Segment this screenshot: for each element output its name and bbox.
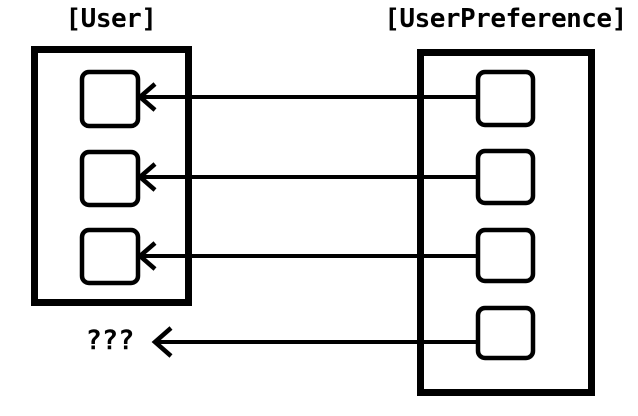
user-field-boxes [79,69,141,286]
unknown-target-label: ??? [85,325,135,356]
user-field-box-2[interactable] [79,149,141,208]
entity-box-userpreference[interactable] [417,49,595,396]
entity-title-user: [User] [65,4,157,34]
user-field-box-3[interactable] [79,227,141,286]
arrowhead-icon-3 [136,241,157,271]
user-field-box-1[interactable] [79,69,141,129]
pref-field-box-2[interactable] [475,148,536,206]
userpreference-field-boxes [475,69,536,361]
pref-field-box-3[interactable] [475,227,536,284]
arrowhead-icon-2 [136,162,157,192]
pref-field-box-4[interactable] [475,305,536,361]
entity-title-userpreference: [UserPreference] [384,4,627,34]
arrowhead-icon-1 [136,82,157,112]
entity-box-user[interactable] [31,46,192,306]
arrowhead-icon-4 [151,326,173,358]
pref-field-box-1[interactable] [475,69,536,128]
arrowheads [136,82,173,358]
